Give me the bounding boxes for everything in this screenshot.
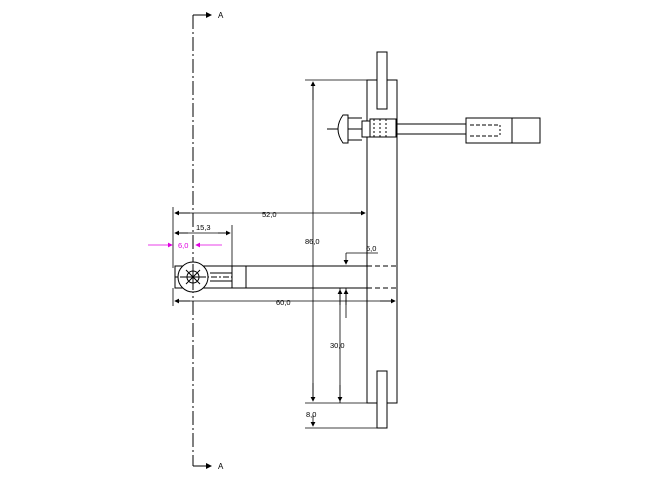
top-handle-assembly xyxy=(327,114,541,144)
dimension-30 xyxy=(337,288,349,403)
dimension-86 xyxy=(305,79,367,404)
dimension-86-label: 86,0 xyxy=(305,237,320,246)
section-label-top: A xyxy=(218,11,224,20)
dimension-30-label: 30,0 xyxy=(330,341,345,350)
dimension-6-right xyxy=(343,252,378,265)
section-label-bottom: A xyxy=(218,462,224,471)
dimension-15 xyxy=(174,225,233,266)
dimension-6-right-label: 6,0 xyxy=(366,244,376,253)
dimension-8 xyxy=(305,415,377,429)
dimension-15-label: 15,3 xyxy=(196,223,211,232)
dimension-60 xyxy=(172,288,396,306)
dimension-8-label: 8,0 xyxy=(306,410,316,419)
vertical-post xyxy=(366,51,398,429)
pivot-circle xyxy=(177,261,232,293)
dimension-60-label: 60,0 xyxy=(276,298,291,307)
dimension-52 xyxy=(172,207,368,268)
dimension-52-label: 52,0 xyxy=(262,210,277,219)
dimension-6-left-label: 6,0 xyxy=(178,241,188,250)
section-line-a xyxy=(192,12,212,469)
